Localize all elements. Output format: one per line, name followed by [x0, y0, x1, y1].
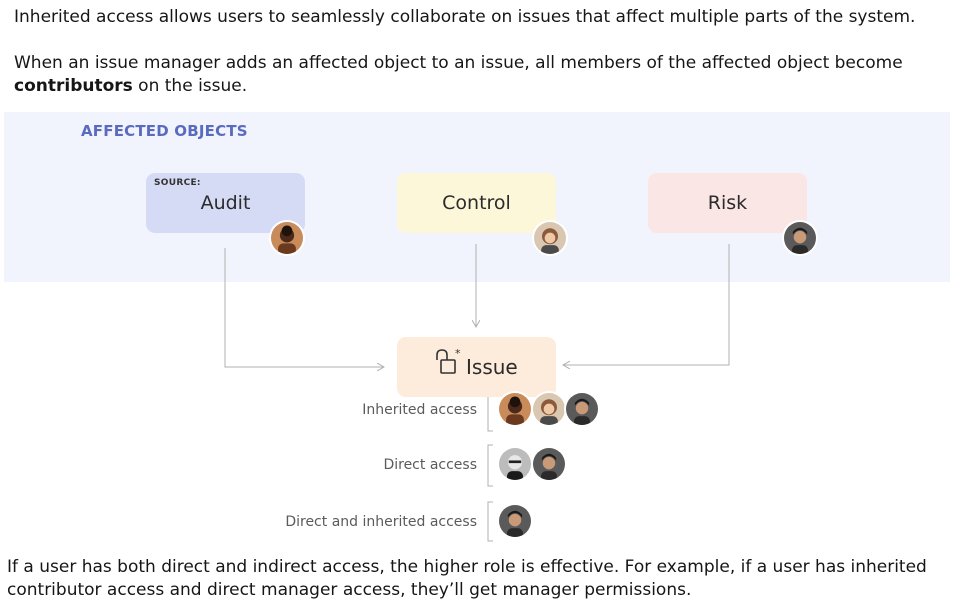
control-object-box: Control: [397, 173, 556, 233]
intro-text-2-prefix: When an issue manager adds an affected o…: [14, 53, 903, 73]
inherited-access-label: Inherited access: [362, 402, 477, 418]
avatar-both-1: [497, 503, 533, 539]
source-tag: SOURCE:: [154, 178, 201, 188]
intro-text-2-suffix: on the issue.: [132, 76, 248, 96]
unlocked-padlock-icon: *: [436, 347, 461, 374]
affected-objects-title: AFFECTED OBJECTS: [81, 122, 248, 140]
avatar-audit-member: [269, 220, 305, 256]
avatar-inherited-1: [497, 391, 533, 427]
intro-text-2-bold: contributors: [14, 76, 133, 96]
svg-text:*: *: [455, 347, 461, 360]
avatar-inherited-2: [531, 391, 567, 427]
avatar-risk-member: [782, 220, 818, 256]
issue-label: Issue: [466, 355, 518, 379]
avatar-control-member: [532, 220, 568, 256]
avatar-inherited-3: [564, 391, 600, 427]
direct-access-label: Direct access: [383, 457, 477, 473]
avatar-direct-2: [531, 446, 567, 482]
direct-bracket: [487, 444, 493, 487]
avatar-direct-1: [497, 446, 533, 482]
both-bracket: [487, 501, 493, 542]
intro-text-1: Inherited access allows users to seamles…: [14, 7, 916, 27]
outro-text: If a user has both direct and indirect a…: [7, 557, 927, 600]
intro-text-2: When an issue manager adds an affected o…: [14, 52, 954, 98]
direct-and-inherited-access-label: Direct and inherited access: [285, 514, 477, 530]
issue-box: [397, 337, 556, 397]
risk-object-box: Risk: [648, 173, 807, 233]
